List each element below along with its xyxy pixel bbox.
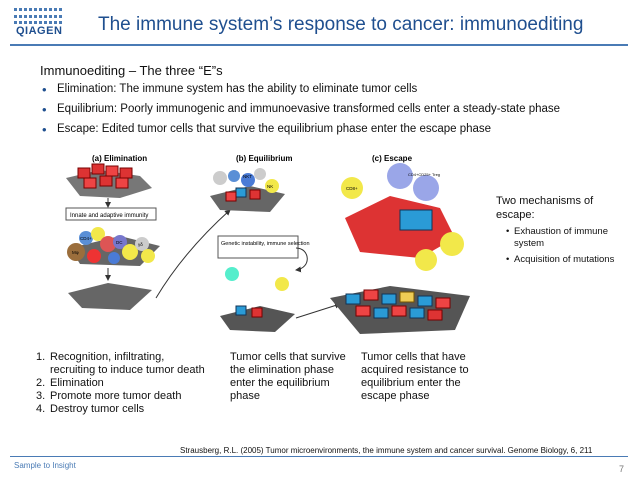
escape-mechanisms: Two mechanisms of escape: Exhaustion of … — [496, 194, 631, 270]
panel-label-escape: (c) Escape — [372, 154, 413, 163]
escape-item-mutations: Acquisition of mutations — [506, 254, 631, 266]
citation: Strausberg, R.L. (2005) Tumor microenvir… — [180, 446, 593, 455]
equilibrium-top-cells — [210, 168, 285, 212]
cell-label-gamma-delta: γδ — [138, 242, 143, 247]
header-divider — [10, 44, 628, 46]
logo-dots — [14, 8, 66, 26]
immunoediting-diagram: (a) Elimination (b) Equilibrium (c) Esca… — [65, 154, 470, 334]
elimination-tissue-bottom — [68, 283, 152, 310]
escape-mechanisms-title: Two mechanisms of escape: — [496, 195, 594, 221]
escape-note: Tumor cells that have acquired resistanc… — [361, 351, 469, 402]
intro-heading: Immunoediting – The three “E”s — [40, 63, 223, 78]
cell-label-treg: CD4+CD25+ Treg — [408, 172, 440, 177]
qiagen-logo: QIAGEN — [14, 8, 66, 38]
panel-label-elimination: (a) Elimination — [92, 154, 147, 163]
escape-cells — [330, 163, 470, 334]
bullet-equilibrium: Equilibrium: Poorly immunogenic and immu… — [42, 102, 560, 117]
cell-label-cd8: CD8+ — [346, 186, 358, 191]
innate-adaptive-box — [65, 207, 157, 221]
step-item: 4.Destroy tumor cells — [36, 403, 145, 415]
panel-label-equilibrium: (b) Equilibrium — [236, 154, 292, 163]
genetic-instability-label: Genetic instability, immune selection — [221, 241, 310, 247]
step-item: 3.Promote more tumor death — [36, 390, 182, 402]
slide-title: The immune system’s response to cancer: … — [98, 14, 584, 35]
escape-item-exhaustion: Exhaustion of immune system — [506, 226, 631, 250]
page-number: 7 — [618, 464, 624, 474]
cell-label-nkt: NKT — [243, 174, 252, 179]
cell-label-cd4: CD4+ — [80, 236, 92, 241]
cell-label-macrophage: Mφ — [72, 250, 79, 255]
cell-label-dc: DC — [116, 240, 123, 245]
elimination-steps: 1.Recognition, infiltrating, recruiting … — [36, 351, 210, 416]
footer-tagline: Sample to Insight — [14, 461, 76, 470]
bullet-escape: Escape: Edited tumor cells that survive … — [42, 122, 560, 137]
footer-divider — [10, 456, 628, 457]
elimination-immune-cells — [67, 227, 160, 266]
step-item: 1.Recognition, infiltrating, recruiting … — [36, 351, 205, 376]
logo-text: QIAGEN — [16, 25, 63, 37]
cell-label-nk: NK — [267, 184, 273, 189]
innate-adaptive-label: Innate and adaptive immunity — [70, 213, 148, 219]
step-item: 2.Elimination — [36, 377, 104, 389]
genetic-instability-box — [217, 235, 299, 259]
elimination-tumor-top — [66, 163, 152, 198]
equilibrium-note: Tumor cells that survive the elimination… — [230, 351, 346, 402]
equilibrium-bottom-cells — [220, 267, 295, 332]
bullet-elimination: Elimination: The immune system has the a… — [42, 82, 560, 97]
intro-bullets: Elimination: The immune system has the a… — [42, 82, 560, 143]
